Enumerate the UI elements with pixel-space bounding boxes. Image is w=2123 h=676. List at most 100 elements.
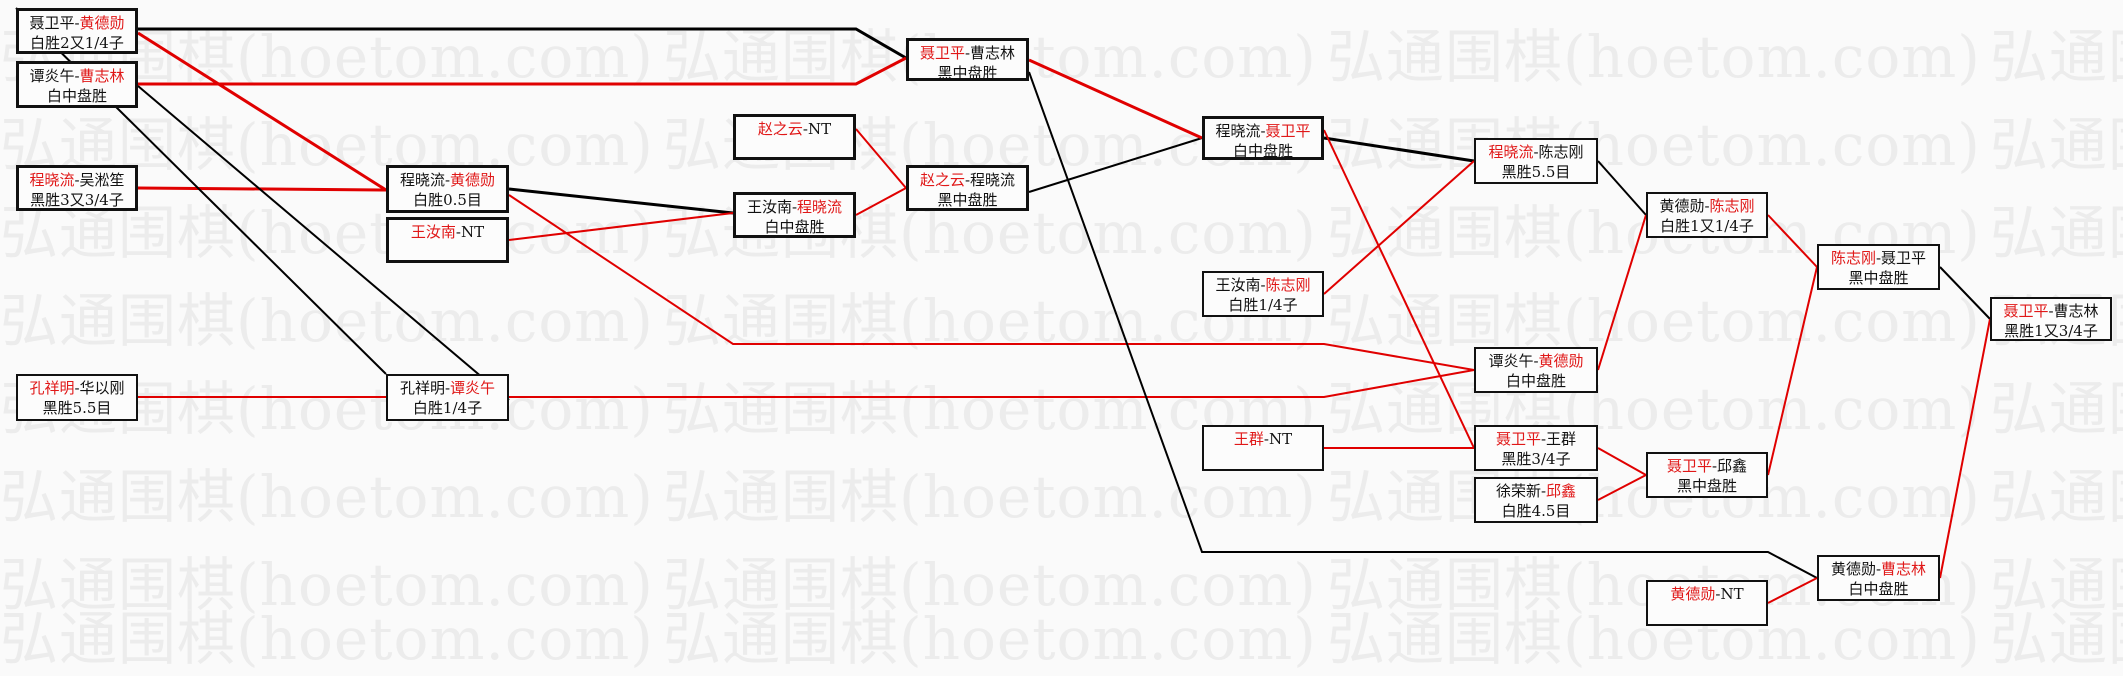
match-box[interactable]: 王群-NT bbox=[1202, 425, 1324, 471]
separator: - bbox=[791, 198, 798, 216]
match-players: 聂卫平-黄德勋 bbox=[19, 13, 135, 33]
connector-line bbox=[1597, 447, 1647, 476]
match-box[interactable]: 聂卫平-邱鑫黑中盘胜 bbox=[1646, 452, 1768, 498]
match-result: 白胜1/4子 bbox=[412, 399, 483, 417]
connector-line bbox=[1939, 318, 1991, 579]
separator: - bbox=[1533, 143, 1539, 161]
player-1: 徐荣新 bbox=[1495, 482, 1541, 500]
separator: - bbox=[802, 120, 808, 138]
separator: - bbox=[2048, 302, 2054, 320]
match-players: 程晓流-陈志刚 bbox=[1476, 142, 1596, 162]
connector-line bbox=[138, 27, 907, 60]
player-2: 陈志刚 bbox=[1265, 276, 1311, 294]
match-box[interactable]: 孔祥明-谭炎午白胜1/4子 bbox=[386, 374, 509, 421]
connector-line bbox=[1767, 214, 1818, 268]
match-box[interactable]: 聂卫平-王群黑胜3/4子 bbox=[1474, 425, 1598, 471]
player-1: 程晓流 bbox=[29, 171, 75, 189]
match-box[interactable]: 王汝南-NT bbox=[386, 217, 509, 263]
match-box[interactable]: 王汝南-程晓流白中盘胜 bbox=[733, 192, 856, 238]
match-players: 赵之云-NT bbox=[736, 119, 853, 139]
connector-line bbox=[1028, 137, 1203, 193]
player-1: 孔祥明 bbox=[399, 379, 445, 397]
player-2: 邱鑫 bbox=[1717, 457, 1748, 475]
player-2: 吴淞笙 bbox=[79, 171, 125, 189]
match-box[interactable]: 谭炎午-黄德勋白中盘胜 bbox=[1474, 347, 1598, 393]
match-result: 黑胜3/4子 bbox=[1501, 450, 1571, 468]
separator: - bbox=[74, 67, 80, 85]
player-1: 王汝南 bbox=[1215, 276, 1261, 294]
player-2: 黄德勋 bbox=[450, 171, 496, 189]
match-players: 黄德勋-曹志林 bbox=[1819, 559, 1938, 579]
connector-line bbox=[1597, 160, 1647, 216]
match-box[interactable]: 程晓流-陈志刚黑胜5.5目 bbox=[1474, 138, 1598, 184]
separator: - bbox=[1540, 430, 1547, 448]
match-result: 黑中盘胜 bbox=[1848, 269, 1909, 287]
connector-line bbox=[1028, 71, 1818, 579]
connector-line bbox=[1767, 266, 1818, 476]
player-1: 聂卫平 bbox=[919, 44, 965, 62]
player-1: 聂卫平 bbox=[1666, 457, 1712, 475]
match-result: 白胜0.5目 bbox=[413, 191, 482, 209]
separator: - bbox=[1875, 560, 1882, 578]
match-players: 程晓流-吴淞笙 bbox=[19, 170, 135, 190]
player-1: 程晓流 bbox=[399, 171, 445, 189]
connector-line bbox=[1597, 214, 1647, 371]
match-result: 白中盘胜 bbox=[46, 87, 107, 105]
player-1: 聂卫平 bbox=[1495, 430, 1541, 448]
separator: - bbox=[74, 14, 80, 32]
match-players: 王汝南-NT bbox=[389, 222, 506, 242]
player-1: 聂卫平 bbox=[2003, 302, 2049, 320]
match-result: 黑中盘胜 bbox=[937, 64, 998, 82]
player-1: 黄德勋 bbox=[1659, 197, 1705, 215]
match-box[interactable]: 徐荣新-邱鑫白胜4.5目 bbox=[1474, 477, 1598, 523]
match-players: 谭炎午-黄德勋 bbox=[1476, 351, 1596, 371]
player-1: 王群 bbox=[1233, 430, 1264, 448]
match-box[interactable]: 谭炎午-曹志林白中盘胜 bbox=[16, 61, 138, 108]
separator: - bbox=[964, 44, 971, 62]
match-result: 白胜2又1/4子 bbox=[30, 34, 124, 52]
match-box[interactable]: 陈志刚-聂卫平黑中盘胜 bbox=[1817, 244, 1940, 290]
player-2: 黄德勋 bbox=[79, 14, 125, 32]
match-players: 黄德勋-NT bbox=[1648, 584, 1766, 604]
connector-line bbox=[508, 194, 1475, 371]
player-2: 曹志林 bbox=[970, 44, 1016, 62]
connector-line bbox=[1767, 577, 1818, 604]
separator: - bbox=[1533, 352, 1539, 370]
match-box[interactable]: 聂卫平-曹志林黑胜1又3/4子 bbox=[1990, 297, 2112, 341]
match-box[interactable]: 黄德勋-曹志林白中盘胜 bbox=[1817, 555, 1940, 601]
player-1: 聂卫平 bbox=[29, 14, 75, 32]
match-box[interactable]: 聂卫平-曹志林黑中盘胜 bbox=[906, 38, 1029, 82]
separator: - bbox=[1715, 585, 1721, 603]
match-box[interactable]: 黄德勋-陈志刚白胜1又1/4子 bbox=[1646, 192, 1768, 238]
connector-line bbox=[137, 85, 510, 401]
connector-line bbox=[1323, 136, 1475, 163]
connector-line bbox=[855, 128, 907, 189]
match-box[interactable]: 孔祥明-华以刚黑胜5.5目 bbox=[16, 374, 138, 421]
separator: - bbox=[1711, 457, 1718, 475]
player-1: 陈志刚 bbox=[1830, 249, 1876, 267]
match-players: 王汝南-程晓流 bbox=[736, 197, 853, 217]
separator: - bbox=[1875, 249, 1882, 267]
match-box[interactable]: 赵之云-NT bbox=[733, 114, 856, 160]
match-box[interactable]: 程晓流-吴淞笙黑胜3又3/4子 bbox=[16, 165, 138, 211]
match-players: 聂卫平-王群 bbox=[1476, 429, 1596, 449]
separator: - bbox=[1260, 122, 1266, 140]
player-1: 王汝南 bbox=[410, 223, 456, 241]
separator: - bbox=[74, 171, 80, 189]
separator: - bbox=[1260, 276, 1266, 294]
match-box[interactable]: 程晓流-黄德勋白胜0.5目 bbox=[386, 165, 509, 213]
match-box[interactable]: 黄德勋-NT bbox=[1646, 580, 1768, 626]
player-2: NT bbox=[807, 120, 832, 138]
player-2: 曹志林 bbox=[1881, 560, 1927, 578]
match-box[interactable]: 赵之云-程晓流黑中盘胜 bbox=[906, 165, 1029, 211]
match-box[interactable]: 聂卫平-黄德勋白胜2又1/4子 bbox=[16, 8, 138, 54]
player-1: 赵之云 bbox=[919, 171, 965, 189]
match-box[interactable]: 程晓流-聂卫平白中盘胜 bbox=[1202, 116, 1324, 160]
player-1: 黄德勋 bbox=[1830, 560, 1876, 578]
match-box[interactable]: 王汝南-陈志刚白胜1/4子 bbox=[1202, 271, 1324, 317]
match-result: 黑中盘胜 bbox=[937, 191, 998, 209]
connector-line bbox=[1323, 129, 1475, 449]
match-players: 王群-NT bbox=[1204, 429, 1322, 449]
player-1: 王汝南 bbox=[746, 198, 792, 216]
connector-line bbox=[1323, 160, 1475, 295]
